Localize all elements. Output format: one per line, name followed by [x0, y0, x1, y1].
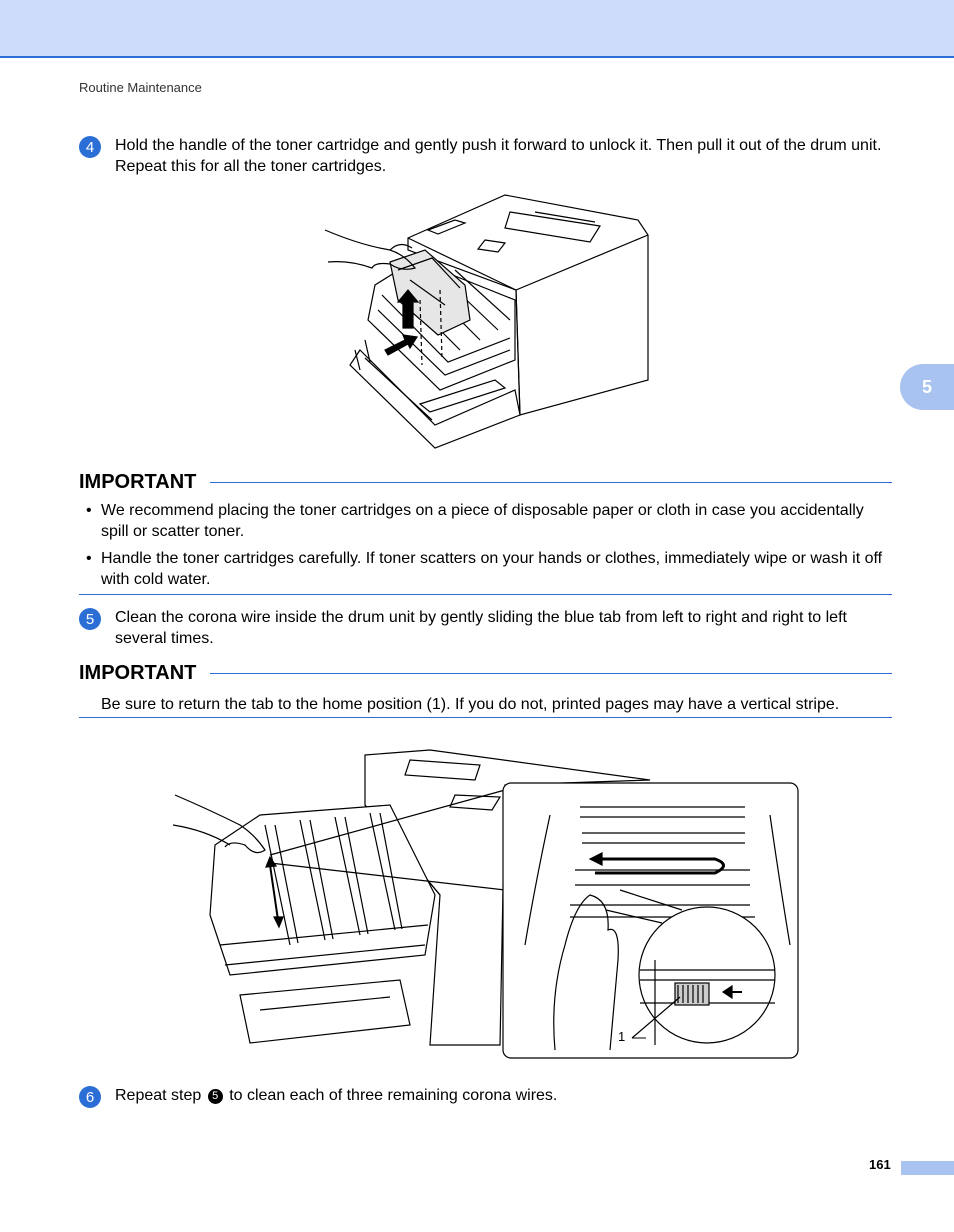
header-band: [0, 0, 954, 58]
important-bottom-rule: [79, 594, 892, 595]
step-text: Clean the corona wire inside the drum un…: [115, 609, 847, 647]
step-text-before: Repeat step: [115, 1087, 202, 1104]
step-4: 4 Hold the handle of the toner cartridge…: [79, 135, 894, 177]
step-number-badge: 5: [79, 608, 101, 630]
list-item: Handle the toner cartridges carefully. I…: [79, 548, 892, 590]
step-text: Hold the handle of the toner cartridge a…: [115, 137, 882, 175]
step-5: 5 Clean the corona wire inside the drum …: [79, 607, 894, 649]
heading-rule: [210, 673, 892, 674]
important-text: Be sure to return the tab to the home po…: [101, 696, 840, 713]
important-list: We recommend placing the toner cartridge…: [79, 500, 892, 590]
step-number-badge: 4: [79, 136, 101, 158]
page-number: 161: [869, 1157, 891, 1172]
important-box-1: IMPORTANT We recommend placing the toner…: [79, 471, 892, 596]
callout-label: 1: [618, 1029, 625, 1044]
step-6: 6 Repeat step 5 to clean each of three r…: [79, 1085, 894, 1108]
step-text: Repeat step 5 to clean each of three rem…: [115, 1085, 557, 1108]
important-box-2: IMPORTANT Be sure to return the tab to t…: [79, 662, 892, 715]
step-number-badge: 6: [79, 1086, 101, 1108]
important-heading: IMPORTANT: [79, 662, 892, 685]
corona-wire-cleaning-illustration: 1: [172, 749, 799, 1059]
important-title: IMPORTANT: [79, 471, 197, 493]
heading-rule: [210, 482, 892, 483]
chapter-tab: 5: [900, 364, 954, 410]
important-bottom-rule: [79, 717, 892, 718]
page-number-tab: [901, 1161, 954, 1175]
step-reference-badge[interactable]: 5: [207, 1089, 223, 1104]
list-item: We recommend placing the toner cartridge…: [79, 500, 892, 542]
important-heading: IMPORTANT: [79, 471, 892, 494]
important-title: IMPORTANT: [79, 662, 197, 684]
toner-removal-illustration: [324, 194, 649, 449]
step-text-after: to clean each of three remaining corona …: [229, 1087, 558, 1104]
running-head: Routine Maintenance: [79, 80, 202, 95]
